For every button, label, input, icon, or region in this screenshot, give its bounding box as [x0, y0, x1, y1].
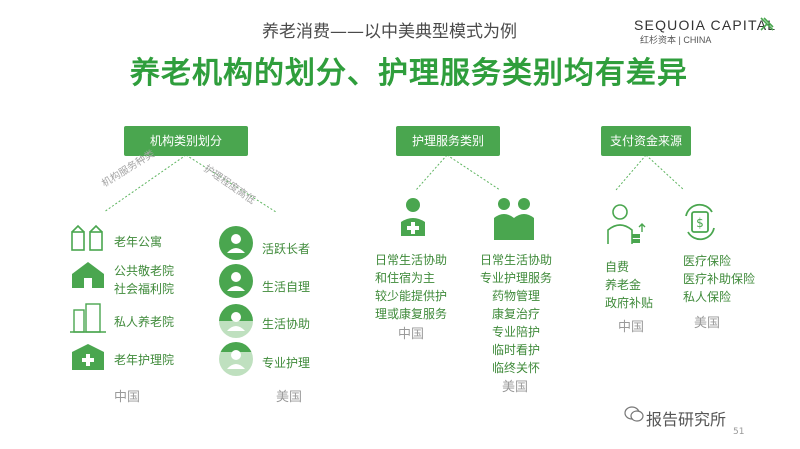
- china-item-public-welfare-home: 公共敬老院 社会福利院: [114, 264, 175, 296]
- china-funding-description: 自费 养老金 政府补贴: [605, 260, 654, 310]
- watermark-text: 报告研究所: [646, 410, 727, 429]
- china-item-private-home: 私人养老院: [114, 315, 175, 329]
- nurse-icon: [401, 198, 425, 236]
- person-icon: [219, 264, 253, 298]
- elderly-saving-icon: [607, 204, 646, 244]
- china-label: 中国: [114, 390, 141, 405]
- person-icon: [219, 226, 253, 260]
- slide-title: 养老机构的划分、护理服务类别均有差异: [130, 56, 688, 91]
- china-label: 中国: [618, 320, 645, 335]
- us-item-independent-living: 生活自理: [262, 280, 311, 294]
- category-box-funding-source: 支付资金来源: [601, 126, 691, 156]
- slide-subtitle: 养老消费——以中美典型模式为例: [262, 22, 517, 42]
- logo-subtext: 红杉资本 | CHINA: [640, 35, 712, 45]
- apartment-icon: [71, 224, 103, 251]
- us-care-description: 日常生活协助 专业护理服务 药物管理 康复治疗 专业陪护 临时看护 临终关怀: [480, 253, 553, 375]
- china-care-description: 日常生活协助 和住宿为主 较少能提供护 理或康复服务: [375, 253, 448, 321]
- private-home-icon: [70, 303, 106, 333]
- logo-text: SEQUOIA CAPITAL: [634, 17, 777, 33]
- china-item-nursing-home: 老年护理院: [114, 353, 175, 367]
- us-label: 美国: [502, 380, 529, 395]
- logo-mark-icon: [760, 17, 774, 31]
- nursing-home-icon: [72, 344, 104, 370]
- us-funding-description: 医疗保险 医疗补助保险 私人保险: [683, 254, 756, 304]
- page-number: 51: [733, 427, 745, 437]
- person-icon: [219, 304, 253, 338]
- us-item-assisted-living: 生活协助: [262, 317, 311, 331]
- money-cycle-icon: $: [685, 203, 715, 241]
- category-box-institution-type: 机构类别划分: [124, 126, 248, 156]
- us-item-active-senior: 活跃长者: [262, 242, 311, 256]
- us-label: 美国: [694, 316, 721, 331]
- category-box-care-service: 护理服务类别: [396, 126, 500, 156]
- china-label: 中国: [398, 327, 425, 342]
- person-icon: [219, 342, 253, 376]
- medical-staff-icon: [494, 198, 534, 240]
- wechat-icon: [624, 406, 644, 422]
- us-label: 美国: [276, 390, 303, 405]
- house-icon: [72, 262, 104, 288]
- china-item-senior-apartment: 老年公寓: [114, 235, 163, 249]
- svg-text:$: $: [696, 216, 704, 230]
- us-item-skilled-nursing: 专业护理: [262, 356, 311, 370]
